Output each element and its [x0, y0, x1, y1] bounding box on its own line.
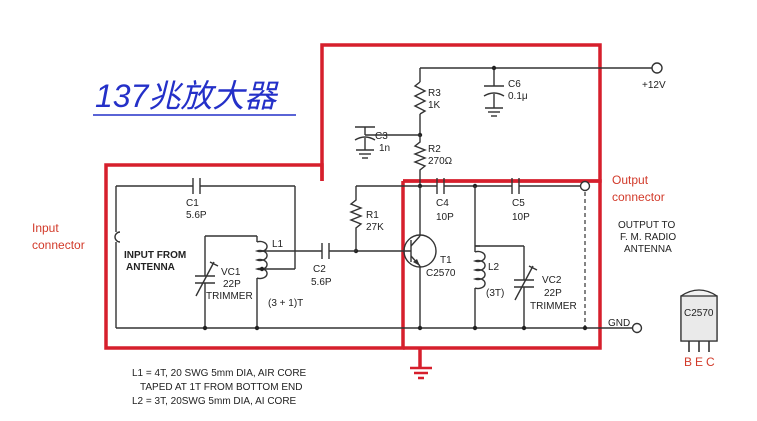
input-antenna-label: ANTENNA: [126, 262, 175, 273]
note-l1: L1 = 4T, 20 SWG 5mm DIA, AIR CORE: [132, 368, 307, 379]
vc1-value: 22P: [223, 279, 241, 290]
l1-turns: (3 + 1)T: [268, 298, 303, 309]
r3-value: 1K: [428, 100, 441, 111]
l2-turns: (3T): [486, 288, 504, 299]
vc2-type: TRIMMER: [530, 301, 577, 312]
c3-name: C3: [375, 131, 388, 142]
package-name: C2570: [684, 308, 714, 319]
output-terminal: [579, 180, 591, 192]
r2-value: 270Ω: [428, 156, 453, 167]
l2-coil: [472, 250, 486, 290]
input-connector-annotation-2: connector: [32, 238, 85, 252]
input-terminal: [114, 231, 121, 243]
c6-name: C6: [508, 79, 521, 90]
c4-name: C4: [436, 198, 449, 209]
t1-part: C2570: [426, 268, 456, 279]
c6-value: 0.1μ: [508, 91, 528, 102]
vc2-name: VC2: [542, 275, 562, 286]
l1-name: L1: [272, 239, 284, 250]
input-connector-annotation: Input: [32, 221, 59, 235]
pin-e-label: E: [695, 355, 703, 369]
vc2-value: 22P: [544, 288, 562, 299]
r2-name: R2: [428, 144, 441, 155]
supply-label: +12V: [642, 80, 666, 91]
input-from-label: INPUT FROM: [124, 250, 186, 261]
c5-name: C5: [512, 198, 525, 209]
output-connector-annotation-2: connector: [612, 190, 665, 204]
c5-value: 10P: [512, 212, 530, 223]
page-title: 137兆放大器: [95, 78, 279, 114]
ground-terminal: [631, 322, 643, 334]
l2-name: L2: [488, 262, 500, 273]
supply-terminal: [651, 62, 663, 74]
pin-c-label: C: [706, 355, 715, 369]
r3-name: R3: [428, 88, 441, 99]
supply-section-box: [320, 43, 602, 183]
l1-coil: [254, 240, 268, 280]
c1-name: C1: [186, 198, 199, 209]
c4-value: 10P: [436, 212, 454, 223]
input-section-box: [104, 163, 405, 350]
output-connector-annotation: Output: [612, 173, 649, 187]
c1-value: 5.6P: [186, 210, 207, 221]
note-l2: L2 = 3T, 20SWG 5mm DIA, AI CORE: [132, 396, 297, 407]
ground-label: GND: [608, 318, 630, 329]
c3-value: 1n: [379, 143, 390, 154]
vc1-type: TRIMMER: [206, 291, 253, 302]
r1-value: 27K: [366, 222, 384, 233]
output-section-box: [403, 179, 602, 350]
note-tap: TAPED AT 1T FROM BOTTOM END: [140, 382, 302, 393]
vc1-name: VC1: [221, 267, 241, 278]
output-antenna-label: ANTENNA: [624, 244, 672, 255]
c2-name: C2: [313, 264, 326, 275]
output-radio-label: F. M. RADIO: [620, 232, 676, 243]
t1-name: T1: [440, 255, 452, 266]
output-to-label: OUTPUT TO: [618, 220, 675, 231]
pin-b-label: B: [684, 355, 692, 369]
c2-value: 5.6P: [311, 277, 332, 288]
r1-name: R1: [366, 210, 379, 221]
transistor-package: C2570 B E C: [680, 289, 718, 369]
